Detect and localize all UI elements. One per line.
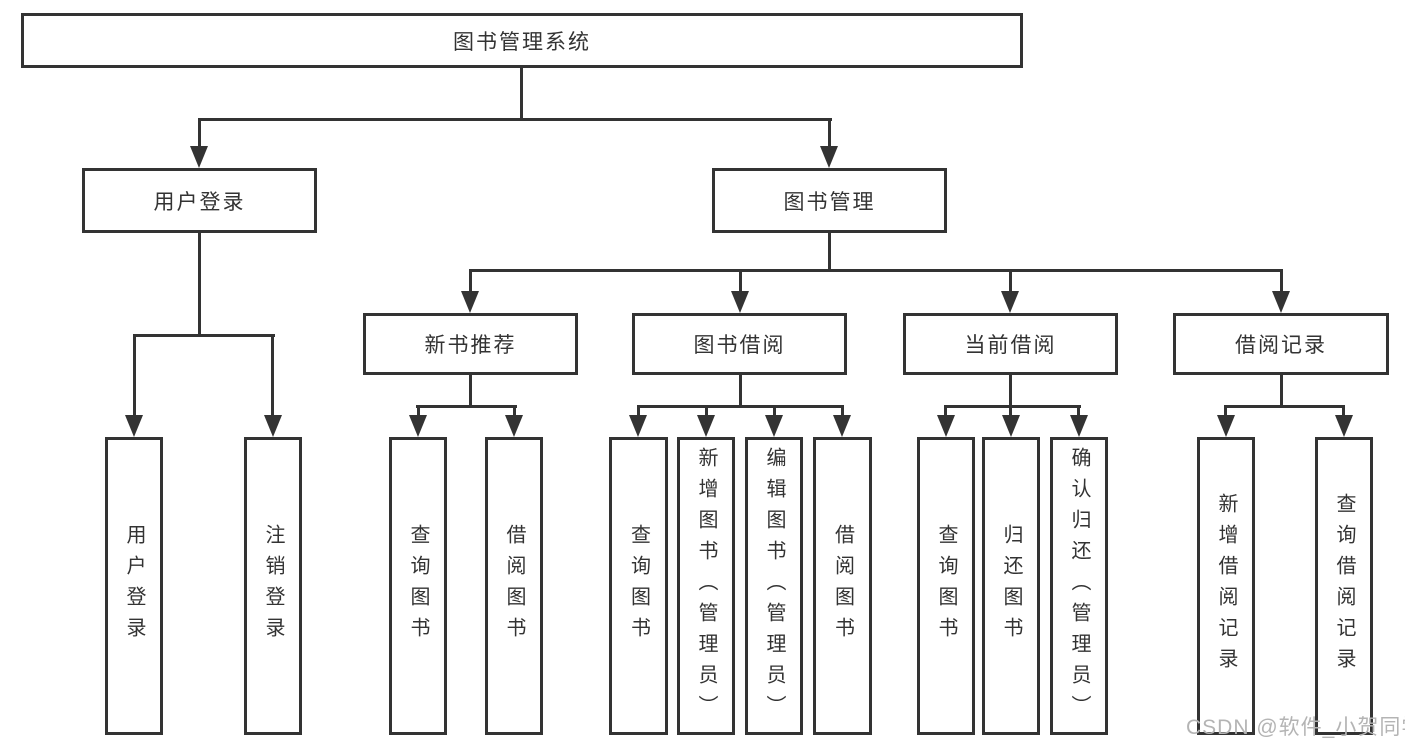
connector-current-borrow-vertical [1009, 375, 1012, 408]
connector-book-mgmt-horizontal [469, 269, 1283, 272]
leaf-bb-query-books: 查询图书 [609, 437, 668, 735]
arrowhead-br-add [1217, 415, 1235, 437]
arrowhead-bb-query [629, 415, 647, 437]
csdn-watermark: CSDN @软件_小贺同学 [1186, 716, 1405, 739]
arrowhead-cb-confirm [1070, 415, 1088, 437]
node-label: 借阅记录 [1235, 334, 1327, 357]
arrowhead-nb-query [409, 415, 427, 437]
arrowhead-leaf-user-login [125, 415, 143, 437]
connector-stem-bb-query [637, 405, 640, 418]
node-label: 借阅图书 [503, 524, 525, 648]
connector-stem-nb-borrow [513, 405, 516, 418]
leaf-bb-add-books-admin: 新增图书（管理员） [677, 437, 735, 735]
connector-book-borrow-vertical [739, 375, 742, 408]
leaf-user-login: 用户登录 [105, 437, 163, 735]
node-label: 借阅图书 [831, 524, 854, 648]
connector-stem-book-mgmt [828, 118, 831, 150]
node-label: 新增图书（管理员） [695, 446, 717, 726]
node-new-book-recommend: 新书推荐 [363, 313, 578, 375]
connector-stem-cb-confirm [1077, 405, 1080, 418]
connector-stem-bb-add [705, 405, 708, 418]
connector-book-borrow-horizontal [637, 405, 844, 408]
node-label: 编辑图书（管理员） [763, 446, 785, 726]
arrowhead-bb-add [697, 415, 715, 437]
arrowhead-br-query [1335, 415, 1353, 437]
node-current-borrowing: 当前借阅 [903, 313, 1118, 375]
connector-stem-user-login [198, 118, 201, 150]
leaf-bb-edit-books-admin: 编辑图书（管理员） [745, 437, 803, 735]
node-borrowing-records: 借阅记录 [1173, 313, 1389, 375]
connector-borrow-records-vertical [1280, 375, 1283, 408]
arrowhead-bb-edit [765, 415, 783, 437]
node-label: 图书管理 [783, 190, 876, 214]
connector-user-login-horizontal [133, 334, 275, 337]
connector-user-login-vertical [198, 233, 201, 337]
arrowhead-bb-borrow [833, 415, 851, 437]
node-label: 查询借阅记录 [1333, 493, 1355, 679]
connector-stem-cb-query [944, 405, 947, 418]
leaf-logout: 注销登录 [244, 437, 302, 735]
arrowhead-borrow-records [1272, 291, 1290, 313]
connector-root-vertical [520, 68, 523, 121]
leaf-br-query-record: 查询借阅记录 [1315, 437, 1373, 735]
connector-book-mgmt-vertical [828, 233, 831, 272]
node-label: 确认归还（管理员） [1068, 446, 1090, 726]
arrowhead-user-login [190, 146, 208, 168]
connector-stem-br-add [1224, 405, 1227, 418]
connector-stem-bb-edit [773, 405, 776, 418]
leaf-br-add-record: 新增借阅记录 [1197, 437, 1255, 735]
arrowhead-new-books [461, 291, 479, 313]
arrowhead-current-borrow [1001, 291, 1019, 313]
node-label: 归还图书 [1000, 524, 1022, 648]
connector-stem-current-borrow [1009, 269, 1012, 294]
node-label: 查询图书 [935, 524, 957, 648]
node-book-management: 图书管理 [712, 168, 947, 233]
node-label: 图书管理系统 [453, 30, 591, 54]
connector-borrow-records-horizontal [1224, 405, 1345, 408]
node-label: 图书借阅 [693, 334, 786, 357]
connector-root-horizontal [198, 118, 832, 121]
leaf-cb-confirm-return-admin: 确认归还（管理员） [1050, 437, 1108, 735]
node-label: 新书推荐 [424, 334, 517, 357]
node-label: 新增借阅记录 [1215, 493, 1237, 679]
node-label: 当前借阅 [964, 334, 1057, 357]
connector-new-books-horizontal [416, 405, 517, 408]
connector-stem-borrow-records [1280, 269, 1283, 294]
connector-stem-cb-return [1009, 405, 1012, 418]
leaf-bb-borrow-books: 借阅图书 [813, 437, 872, 735]
arrowhead-cb-query [937, 415, 955, 437]
connector-stem-leaf-logout [271, 334, 274, 418]
node-label: 用户登录 [153, 190, 246, 214]
arrowhead-leaf-logout [264, 415, 282, 437]
node-label: 查询图书 [407, 524, 429, 648]
leaf-nb-query-books: 查询图书 [389, 437, 447, 735]
connector-stem-bb-borrow [841, 405, 844, 418]
node-label: 用户登录 [123, 524, 145, 648]
node-user-login: 用户登录 [82, 168, 317, 233]
leaf-cb-return-books: 归还图书 [982, 437, 1040, 735]
arrowhead-book-borrow [731, 291, 749, 313]
connector-stem-leaf-user-login [133, 334, 136, 418]
leaf-cb-query-books: 查询图书 [917, 437, 975, 735]
arrowhead-book-mgmt [820, 146, 838, 168]
connector-stem-new-books [469, 269, 472, 294]
connector-new-books-vertical [469, 375, 472, 408]
leaf-nb-borrow-books: 借阅图书 [485, 437, 543, 735]
node-book-borrowing: 图书借阅 [632, 313, 847, 375]
connector-stem-book-borrow [739, 269, 742, 294]
node-root-library-system: 图书管理系统 [21, 13, 1023, 68]
connector-stem-nb-query [417, 405, 420, 418]
arrowhead-nb-borrow [505, 415, 523, 437]
node-label: 注销登录 [262, 524, 284, 648]
connector-current-borrow-horizontal [944, 405, 1081, 408]
node-label: 查询图书 [627, 524, 650, 648]
connector-stem-br-query [1342, 405, 1345, 418]
arrowhead-cb-return [1002, 415, 1020, 437]
